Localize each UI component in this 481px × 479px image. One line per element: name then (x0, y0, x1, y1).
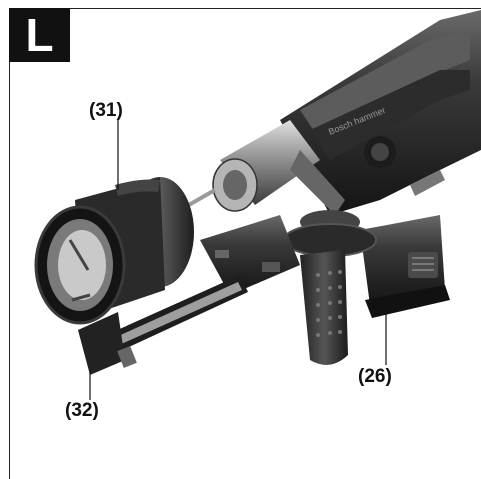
callout-26: (26) (358, 366, 392, 387)
figure-frame (9, 8, 481, 479)
battery-pack-26 (360, 215, 450, 318)
callout-31: (31) (89, 100, 123, 121)
hammer-body: Bosch hammer (280, 10, 481, 215)
depth-stop-32 (78, 312, 137, 375)
dust-cup-31 (34, 177, 194, 325)
dust-extraction-housing (95, 215, 300, 358)
chuck (212, 120, 360, 234)
callout-32: (32) (65, 400, 99, 421)
figure-letter: L (9, 8, 70, 62)
side-handle (283, 223, 377, 365)
tool-illustration: Bosch hammer (34, 10, 481, 400)
leader-lines (89, 120, 387, 400)
